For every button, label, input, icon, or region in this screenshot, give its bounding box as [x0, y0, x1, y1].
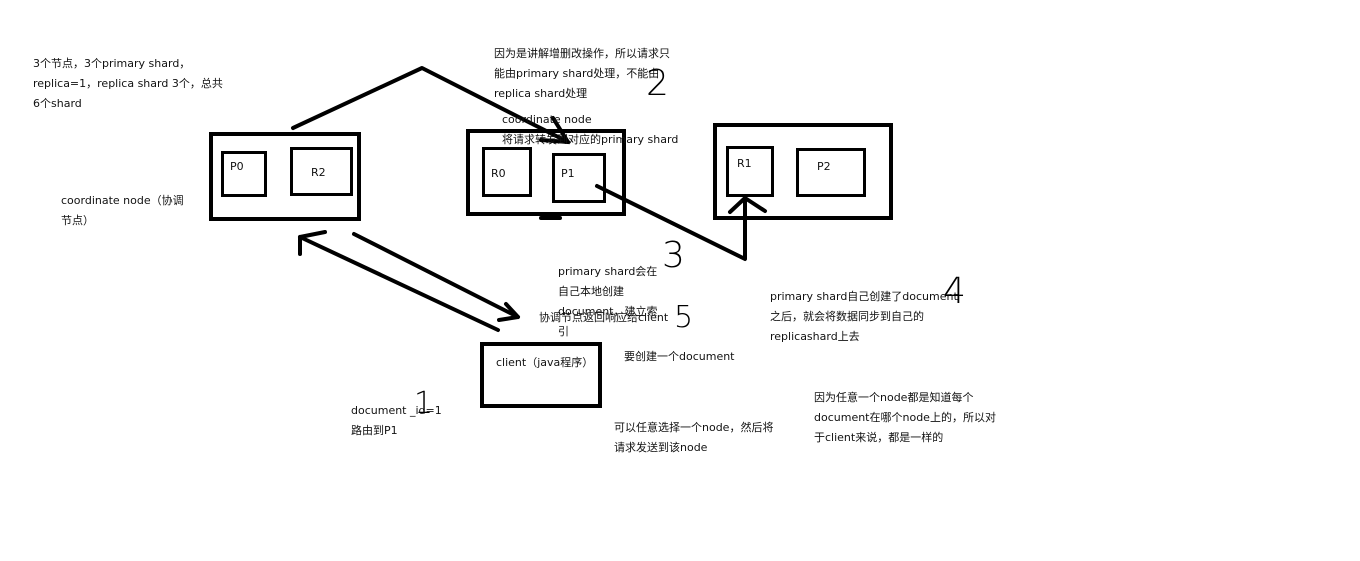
shard-p2-label: P2 — [817, 160, 831, 173]
shard-r0 — [482, 147, 532, 197]
step-3: 3 — [662, 235, 685, 276]
note-coordinate: coordinate node（协调节点） — [61, 194, 184, 227]
note-choose: 可以任意选择一个node，然后将请求发送到该node — [614, 421, 774, 454]
node-1 — [209, 132, 361, 221]
step-4: 4 — [943, 271, 966, 312]
shard-p1-label: P1 — [561, 167, 575, 180]
client-box — [480, 342, 602, 408]
shard-r2-label: R2 — [311, 166, 326, 179]
client-label: client（java程序） — [496, 356, 594, 369]
shard-p0 — [221, 151, 267, 197]
response-arrow-head — [298, 230, 327, 256]
forward-arrow-head — [539, 116, 570, 144]
step-5: 5 — [674, 300, 694, 335]
node-3 — [713, 123, 893, 220]
sync-arrow-head — [728, 196, 767, 214]
node-2 — [466, 129, 626, 216]
step-2: 2 — [646, 63, 669, 104]
shard-p2 — [796, 148, 866, 197]
note-respond: 协调节点返回响应给client — [539, 311, 669, 324]
forward-arrow — [291, 66, 570, 144]
response-arrow — [298, 235, 500, 332]
shard-p0-label: P0 — [230, 160, 244, 173]
shard-r0-label: R0 — [491, 167, 506, 180]
request-arrow — [352, 232, 520, 319]
shard-r1 — [726, 146, 774, 197]
shard-p1 — [552, 153, 606, 203]
shard-r2 — [290, 147, 353, 196]
note-cluster: 3个节点，3个primary shard，replica=1，replica s… — [33, 57, 223, 110]
shard-r1-label: R1 — [737, 157, 752, 170]
note-create: 要创建一个document — [624, 350, 735, 363]
request-arrow-head — [497, 302, 520, 322]
step-1: 1 — [414, 386, 434, 421]
